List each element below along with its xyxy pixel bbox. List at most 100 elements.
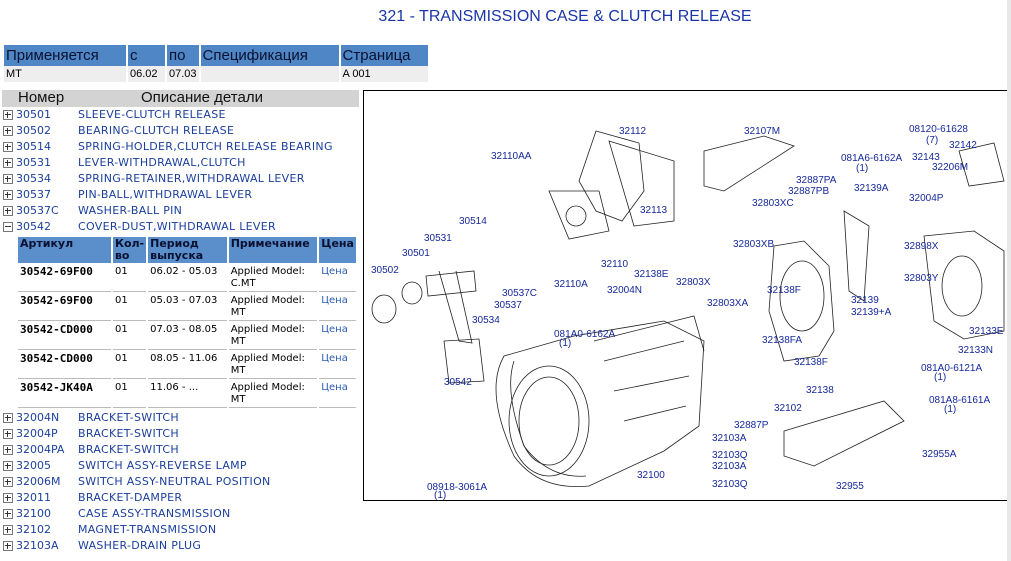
callout-label[interactable]: 081A0-6121A xyxy=(921,363,982,374)
callout-label[interactable]: 32206M xyxy=(932,162,968,173)
part-number-link[interactable]: 30501 xyxy=(16,108,51,121)
callout-label[interactable]: (1) xyxy=(934,372,946,383)
callout-label[interactable]: 32142 xyxy=(949,140,977,151)
collapse-icon[interactable] xyxy=(3,222,13,232)
callout-label[interactable]: 081A6-6162A xyxy=(841,153,902,164)
callout-label[interactable]: 081A0-6162A xyxy=(554,329,615,340)
expand-icon[interactable] xyxy=(3,126,13,136)
vertical-scrollbar[interactable] xyxy=(1007,0,1011,561)
part-row[interactable]: 30531 LEVER-WITHDRAWAL,CLUTCH xyxy=(2,155,360,171)
callout-label[interactable]: (1) xyxy=(944,404,956,415)
part-row[interactable]: 30502 BEARING-CLUTCH RELEASE xyxy=(2,123,360,139)
part-row[interactable]: 30542 COVER-DUST,WITHDRAWAL LEVER xyxy=(2,219,360,235)
part-number-link[interactable]: 30531 xyxy=(16,156,51,169)
part-number-link[interactable]: 32100 xyxy=(16,507,51,520)
callout-label[interactable]: 32138 xyxy=(806,385,834,396)
callout-label[interactable]: 081A8-6161A xyxy=(929,395,990,406)
callout-label[interactable]: 32887PA xyxy=(796,175,837,186)
part-number-link[interactable]: 32103A xyxy=(16,539,59,552)
callout-label[interactable]: 32887PB xyxy=(788,186,829,197)
part-description-link[interactable]: CASE ASSY-TRANSMISSION xyxy=(78,507,231,520)
callout-label[interactable]: 32110AA xyxy=(491,151,532,162)
expand-icon[interactable] xyxy=(3,445,13,455)
callout-label[interactable]: 32138FA xyxy=(762,335,802,346)
part-description-link[interactable]: SLEEVE-CLUTCH RELEASE xyxy=(78,108,226,121)
callout-label[interactable]: 32004P xyxy=(909,193,944,204)
part-row[interactable]: 32103A WASHER-DRAIN PLUG xyxy=(2,538,360,554)
callout-label[interactable]: 32955 xyxy=(836,481,864,492)
part-description-link[interactable]: BRACKET-SWITCH xyxy=(78,443,179,456)
callout-label[interactable]: 32887P xyxy=(734,420,769,431)
price-link[interactable]: Цена xyxy=(319,265,356,292)
callout-label[interactable]: 32803X xyxy=(676,277,711,288)
callout-label[interactable]: 32803XC xyxy=(752,198,794,209)
callout-label[interactable]: 32139+A xyxy=(851,307,892,318)
callout-label[interactable]: 30531 xyxy=(424,233,452,244)
part-description-link[interactable]: BRACKET-SWITCH xyxy=(78,427,179,440)
callout-label[interactable]: 32102 xyxy=(774,403,802,414)
callout-label[interactable]: 32803XA xyxy=(707,298,748,309)
part-number-link[interactable]: 32004P xyxy=(16,427,58,440)
part-number-link[interactable]: 30502 xyxy=(16,124,51,137)
callout-label[interactable]: 32803XB xyxy=(733,239,774,250)
part-number-link[interactable]: 30537C xyxy=(16,204,59,217)
callout-label[interactable]: 32113 xyxy=(640,205,668,216)
part-row[interactable]: 30537C WASHER-BALL PIN xyxy=(2,203,360,219)
part-row[interactable]: 32004P BRACKET-SWITCH xyxy=(2,426,360,442)
callout-label[interactable]: 32955A xyxy=(922,449,957,460)
expand-icon[interactable] xyxy=(3,110,13,120)
part-description-link[interactable]: BRACKET-DAMPER xyxy=(78,491,183,504)
callout-label[interactable]: 32139A xyxy=(854,183,889,194)
part-row[interactable]: 32004PA BRACKET-SWITCH xyxy=(2,442,360,458)
part-number-link[interactable]: 32004N xyxy=(16,411,60,424)
callout-label[interactable]: 32110 xyxy=(601,259,629,270)
price-link[interactable]: Цена xyxy=(319,323,356,350)
part-description-link[interactable]: BEARING-CLUTCH RELEASE xyxy=(78,124,235,137)
expand-icon[interactable] xyxy=(3,142,13,152)
part-description-link[interactable]: LEVER-WITHDRAWAL,CLUTCH xyxy=(78,156,246,169)
expand-icon[interactable] xyxy=(3,477,13,487)
part-number-link[interactable]: 30514 xyxy=(16,140,51,153)
part-number-link[interactable]: 30534 xyxy=(16,172,51,185)
callout-label[interactable]: (1) xyxy=(559,338,571,349)
part-description-link[interactable]: WASHER-BALL PIN xyxy=(78,204,183,217)
callout-label[interactable]: 32112 xyxy=(619,126,647,137)
callout-label[interactable]: 32138F xyxy=(767,285,801,296)
part-row[interactable]: 30534 SPRING-RETAINER,WITHDRAWAL LEVER xyxy=(2,171,360,187)
callout-label[interactable]: 32803Y xyxy=(904,273,939,284)
callout-label[interactable]: 30542 xyxy=(444,377,472,388)
part-number-link[interactable]: 32006M xyxy=(16,475,61,488)
price-link[interactable]: Цена xyxy=(319,352,356,379)
part-row[interactable]: 32100 CASE ASSY-TRANSMISSION xyxy=(2,506,360,522)
callout-label[interactable]: 32138F xyxy=(794,357,828,368)
callout-label[interactable]: 32107M xyxy=(744,126,780,137)
callout-label[interactable]: 32100 xyxy=(637,470,665,481)
part-description-link[interactable]: PIN-BALL,WITHDRAWAL LEVER xyxy=(78,188,253,201)
callout-label[interactable]: 32103Q xyxy=(712,450,748,461)
callout-label[interactable]: 32133N xyxy=(958,345,993,356)
part-description-link[interactable]: SPRING-RETAINER,WITHDRAWAL LEVER xyxy=(78,172,305,185)
part-description-link[interactable]: WASHER-DRAIN PLUG xyxy=(78,539,202,552)
callout-label[interactable]: 32143 xyxy=(912,152,940,163)
expand-icon[interactable] xyxy=(3,461,13,471)
callout-label[interactable]: 08918-3061A xyxy=(427,482,487,493)
callout-label[interactable]: 32004N xyxy=(607,285,642,296)
part-number-link[interactable]: 32004PA xyxy=(16,443,65,456)
part-number-link[interactable]: 30542 xyxy=(16,220,51,233)
expand-icon[interactable] xyxy=(3,206,13,216)
callout-label[interactable]: 32103A xyxy=(712,433,747,444)
callout-label[interactable]: 32133E xyxy=(969,326,1004,337)
callout-label[interactable]: 32898X xyxy=(904,241,939,252)
callout-label[interactable]: 32103Q xyxy=(712,479,748,490)
expand-icon[interactable] xyxy=(3,493,13,503)
callout-label[interactable]: 30502 xyxy=(371,265,399,276)
price-link[interactable]: Цена xyxy=(319,381,356,408)
callout-label[interactable]: 32110A xyxy=(554,279,588,290)
part-description-link[interactable]: COVER-DUST,WITHDRAWAL LEVER xyxy=(78,220,276,233)
callout-label[interactable]: (7) xyxy=(926,135,938,146)
part-description-link[interactable]: BRACKET-SWITCH xyxy=(78,411,179,424)
